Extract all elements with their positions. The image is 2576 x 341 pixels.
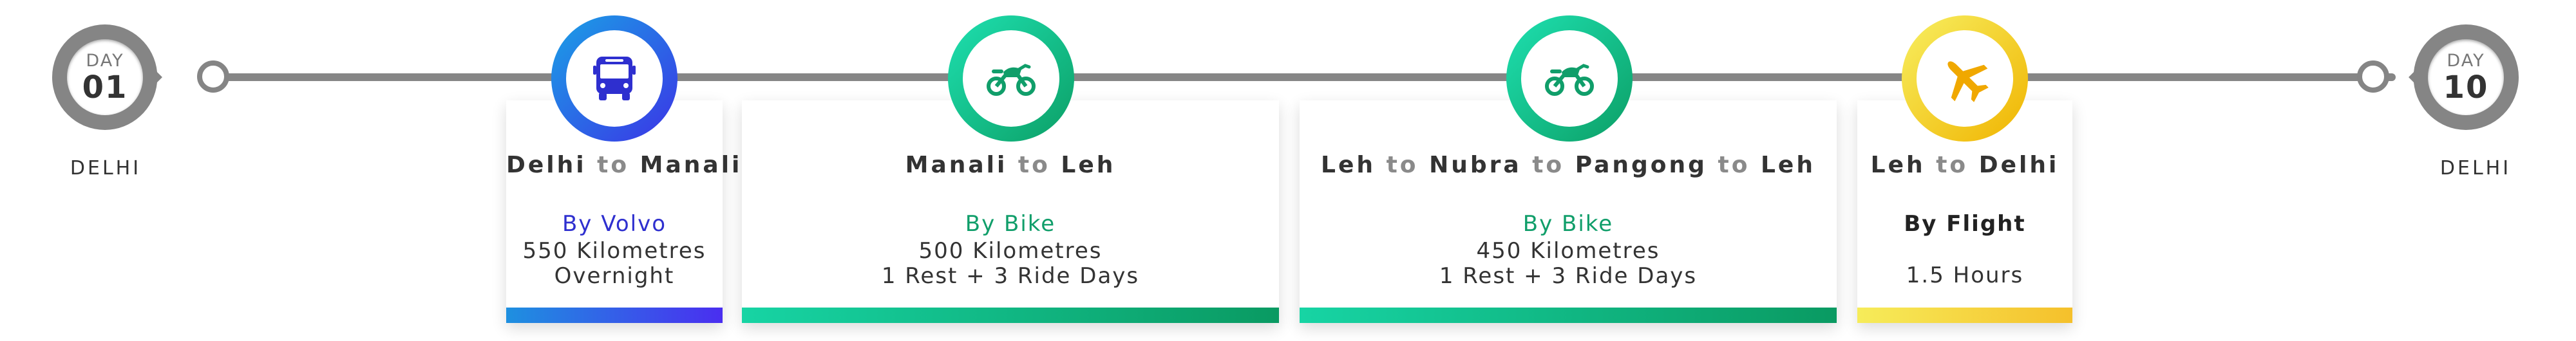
leg-color-bar [742, 308, 1279, 323]
leg-mode: By Bike [1522, 211, 1614, 237]
bus-icon [593, 57, 636, 100]
leg-distance: 550 Kilometres [522, 238, 706, 264]
leg-distance: 500 Kilometres [918, 238, 1103, 264]
leg-mode: By Bike [965, 211, 1056, 237]
end-city-label: DELHI [2439, 157, 2512, 180]
leg-stop: Nubra [1429, 152, 1522, 178]
leg-origin: Leh [1870, 152, 1926, 178]
leg-duration: 1 Rest + 3 Ride Days [1439, 263, 1698, 289]
leg-badge-bike [1506, 15, 1633, 142]
leg-connector: to [1018, 152, 1050, 178]
motorcycle-icon [987, 64, 1036, 96]
leg-duration: 1.5 Hours [1906, 263, 2024, 288]
leg-card-leh-delhi[interactable]: Leh to Delhi By Flight 1.5 Hours [1857, 100, 2072, 323]
day-number: 10 [2443, 69, 2489, 106]
leg-distance: 450 Kilometres [1476, 238, 1660, 264]
leg-duration: Overnight [554, 263, 675, 289]
leg-stop: Leh [1321, 152, 1376, 178]
leg-connector: to [597, 152, 630, 178]
leg-badge-bike [948, 15, 1074, 142]
leg-stop: Leh [1760, 152, 1815, 178]
motorcycle-icon [1545, 64, 1594, 96]
timeline-start-node [197, 60, 229, 93]
leg-destination: Leh [1061, 152, 1116, 178]
leg-destination: Delhi [1978, 152, 2060, 178]
leg-stop: Pangong [1575, 152, 1707, 178]
leg-color-bar [1857, 308, 2072, 323]
leg-title: Manali to Leh [742, 152, 1279, 178]
end-day-marker: DAY 10 [2409, 24, 2523, 130]
day-label: DAY [86, 51, 124, 71]
leg-title: Leh to Delhi [1857, 152, 2072, 178]
leg-mode: By Volvo [562, 211, 667, 237]
day-badge: DAY 01 [67, 39, 143, 115]
leg-title: Leh to Nubra to Pangong to Leh [1300, 152, 1837, 178]
leg-badge-flight [1902, 15, 2028, 142]
leg-connector: to [1532, 152, 1565, 178]
start-city-label: DELHI [70, 157, 142, 180]
start-day-marker: DAY 01 [48, 24, 162, 130]
leg-origin: Manali [905, 152, 1008, 178]
leg-color-bar [506, 308, 723, 323]
airplane-icon [1947, 61, 1989, 102]
leg-origin: Delhi [506, 152, 587, 178]
leg-title: Delhi to Manali [506, 152, 739, 178]
leg-connector: to [1936, 152, 1969, 178]
leg-connector: to [1386, 152, 1419, 178]
leg-duration: 1 Rest + 3 Ride Days [881, 263, 1140, 289]
leg-badge-bus [551, 15, 677, 142]
leg-mode: By Flight [1904, 211, 2026, 237]
leg-color-bar [1300, 308, 1837, 323]
leg-connector: to [1718, 152, 1750, 178]
day-number: 01 [82, 69, 128, 106]
day-label: DAY [2447, 51, 2485, 71]
leg-destination: Manali [639, 152, 743, 178]
timeline-track [206, 73, 2396, 81]
day-badge: DAY 10 [2428, 39, 2504, 115]
timeline-end-node [2357, 60, 2389, 93]
